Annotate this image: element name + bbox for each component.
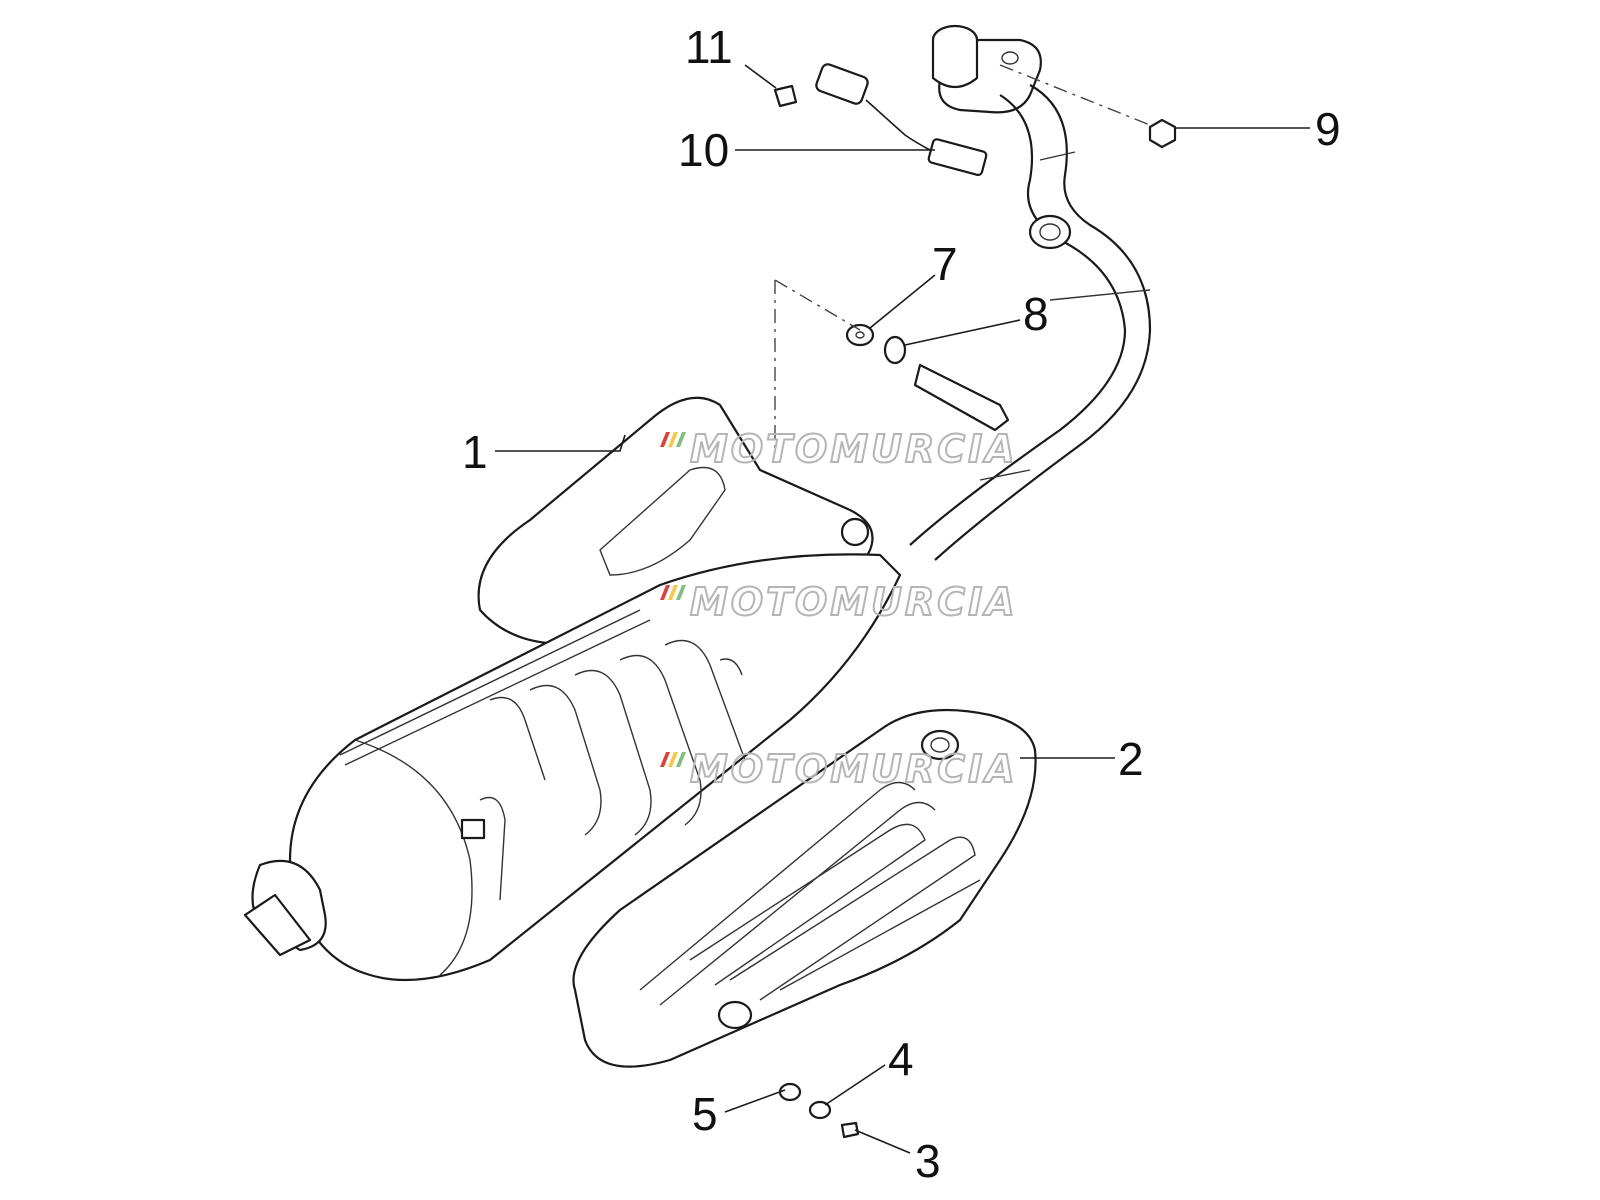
exhaust-header-pipe [909, 24, 1152, 561]
muffler-body [243, 396, 902, 982]
callout-8: 8 [1023, 288, 1049, 340]
watermark-text: MOTOMURCIA [690, 427, 1018, 471]
assembly-line-nut [999, 64, 1151, 126]
callout-4: 4 [888, 1033, 914, 1085]
callout-2: 2 [1118, 733, 1144, 785]
callout-5: 5 [692, 1088, 718, 1140]
callout-11: 11 [685, 21, 733, 73]
watermark-1: MOTOMURCIA [660, 426, 1018, 472]
watermark-text: MOTOMURCIA [690, 747, 1018, 791]
callout-9: 9 [1315, 103, 1341, 155]
watermark-text: MOTOMURCIA [690, 580, 1018, 624]
callout-labels: 1 2 3 4 5 7 8 9 10 11 [462, 21, 1341, 1187]
leader-lines [495, 64, 1310, 1154]
callout-1: 1 [462, 426, 488, 478]
callout-10: 10 [678, 124, 729, 176]
watermark-3: MOTOMURCIA [660, 746, 1018, 792]
callout-3: 3 [915, 1135, 941, 1187]
heat-shield [572, 708, 1037, 1068]
watermark-2: MOTOMURCIA [660, 579, 1018, 625]
assembly-line-bracket [774, 279, 861, 450]
watermark-group: MOTOMURCIA MOTOMURCIA MOTOMURCIA [660, 426, 1018, 792]
hardware [773, 63, 1177, 1139]
callout-7: 7 [932, 238, 958, 290]
